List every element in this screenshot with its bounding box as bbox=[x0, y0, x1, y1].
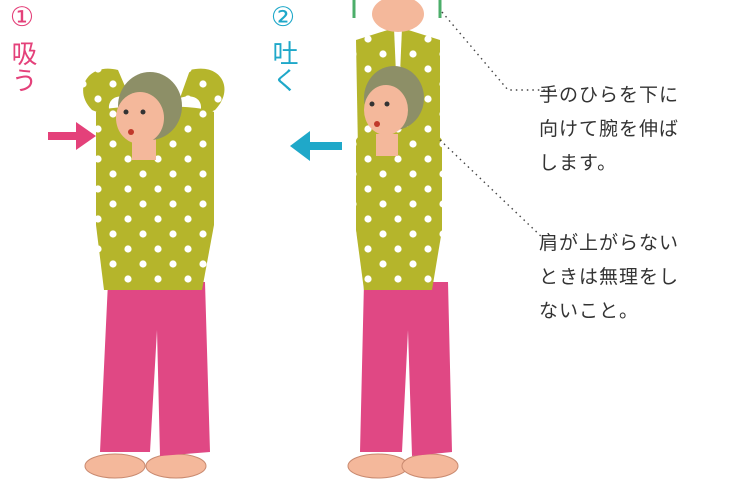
figure-inhale bbox=[83, 68, 225, 479]
step-1-number: ① bbox=[9, 2, 35, 33]
note-shoulders: 肩が上がらない ときは無理をし ないこと。 bbox=[539, 232, 680, 322]
exhale-arrow-icon bbox=[290, 131, 342, 161]
note-palms-down: 手のひらを下に 向けて腕を伸ば します。 bbox=[539, 84, 680, 174]
leader-line-1 bbox=[441, 11, 560, 91]
step-2-number: ② bbox=[270, 2, 296, 33]
figure-exhale bbox=[347, 0, 459, 479]
leader-line-2 bbox=[439, 139, 546, 241]
step-2-label: 吐く bbox=[268, 40, 298, 94]
inhale-arrow-icon bbox=[48, 122, 96, 150]
step-1-label: 吸う bbox=[7, 40, 37, 94]
